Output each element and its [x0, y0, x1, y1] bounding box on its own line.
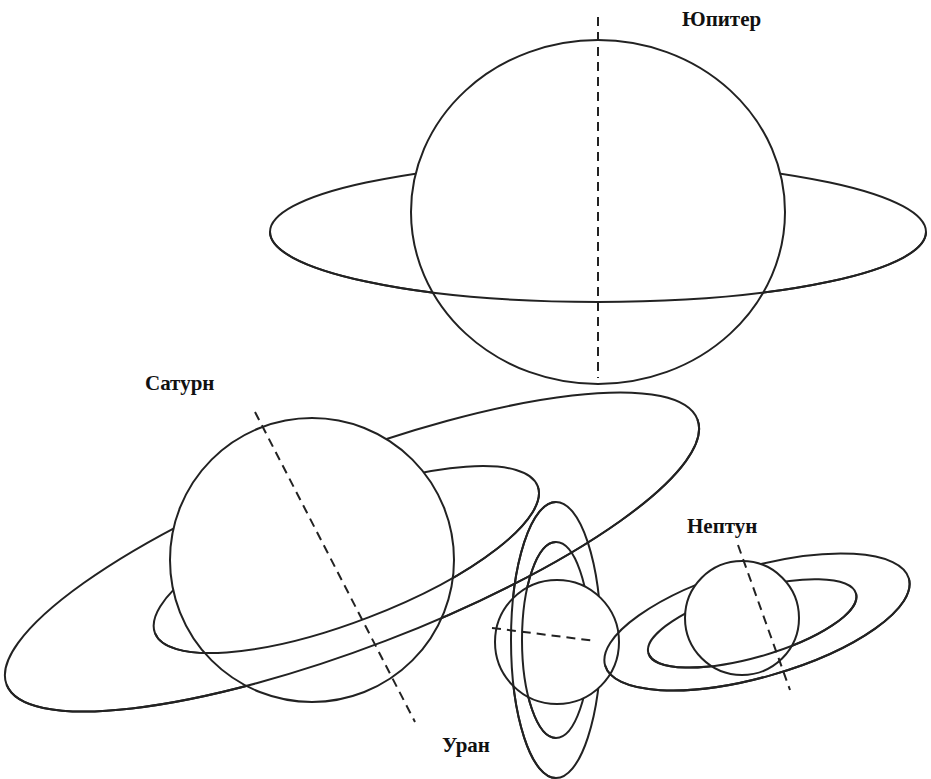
- planet-label: Нептун: [685, 515, 759, 538]
- uranus-planet: [492, 502, 619, 778]
- neptune-planet: [590, 526, 924, 719]
- planet-label: Сатурн: [143, 372, 216, 395]
- planet-label: Юпитер: [680, 8, 763, 31]
- saturn-planet: [0, 331, 731, 774]
- jupiter-planet: [270, 17, 926, 384]
- planet-label: Уран: [440, 734, 492, 757]
